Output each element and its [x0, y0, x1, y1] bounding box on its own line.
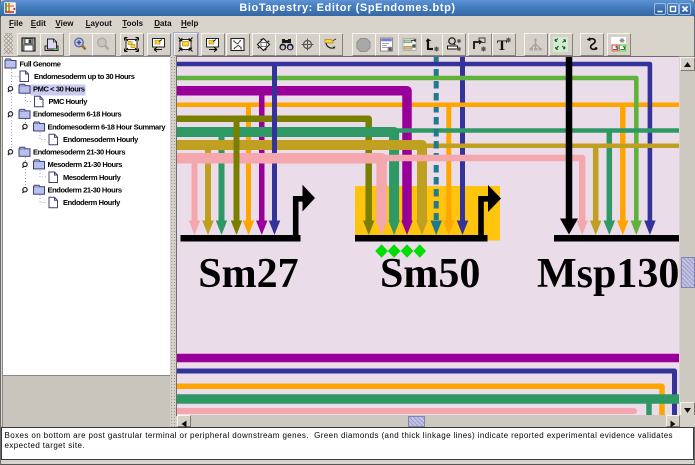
svg-text:Sm50: Sm50	[380, 251, 480, 297]
svg-text:Full Genome: Full Genome	[20, 59, 61, 68]
svg-text:Endoderm Hourly: Endoderm Hourly	[63, 198, 121, 207]
svg-text:PMC < 30 Hours: PMC < 30 Hours	[33, 85, 85, 94]
svg-text:Endomesoderm 6-18 Hour Summary: Endomesoderm 6-18 Hour Summary	[48, 122, 167, 131]
svg-text:T: T	[497, 38, 507, 53]
svg-text:Endomesoderm 6-18 Hours: Endomesoderm 6-18 Hours	[33, 110, 122, 119]
svg-text:Endomesoderm 21-30 Hours: Endomesoderm 21-30 Hours	[33, 148, 125, 157]
svg-text:Endomesoderm Hourly: Endomesoderm Hourly	[63, 135, 139, 144]
svg-text:Endomesoderm up to 30 Hours: Endomesoderm up to 30 Hours	[34, 72, 135, 81]
svg-text:Mesoderm Hourly: Mesoderm Hourly	[63, 173, 122, 182]
svg-text:PMC Hourly: PMC Hourly	[49, 97, 89, 106]
svg-text:Sm27: Sm27	[198, 251, 298, 297]
svg-text:Msp130: Msp130	[537, 251, 679, 297]
svg-text:Endoderm 21-30 Hours: Endoderm 21-30 Hours	[48, 186, 122, 195]
svg-text:Mesoderm 21-30 Hours: Mesoderm 21-30 Hours	[48, 160, 123, 169]
